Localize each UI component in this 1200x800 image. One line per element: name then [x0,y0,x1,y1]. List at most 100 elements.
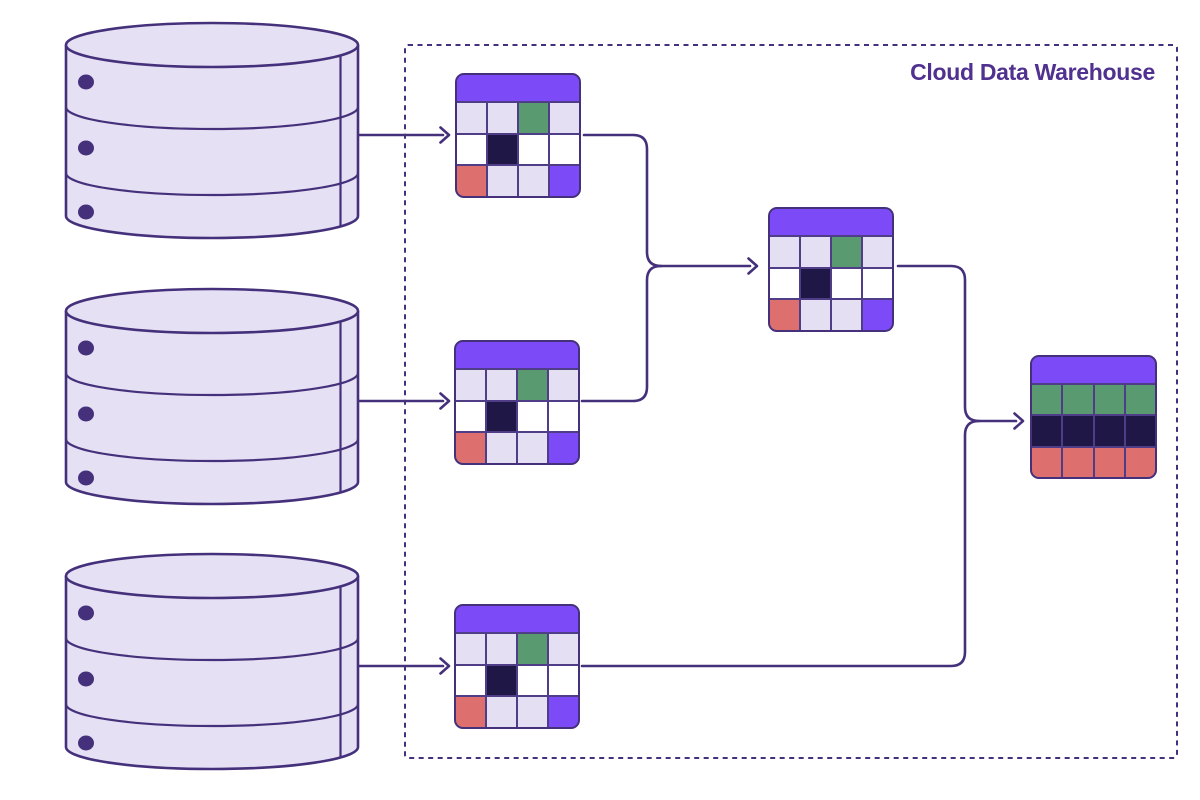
table-cell-navy [1063,416,1093,446]
table-grid [1032,385,1155,477]
table-cell-lavender [550,103,579,133]
table-cell-green [1063,385,1093,415]
table-cell-lavender [549,370,578,400]
database-indicator-dot [78,671,94,687]
database-band-divider [64,438,360,463]
flow-arrow-icon [439,126,451,144]
table-cell-lavender [456,634,485,664]
table-cell-navy [487,665,516,696]
table-cell-salmon [1063,447,1093,477]
source-database-1 [64,21,451,240]
source-database-3 [64,552,451,771]
table-cell-lavender [487,370,516,400]
database-cylinder-icon [64,576,360,771]
database-indicator-dot [78,140,94,156]
table-cell-lavender [549,634,578,664]
table-cell-white [550,134,579,165]
table-cell-white [549,401,578,432]
database-cylinder-icon [64,45,360,240]
database-indicator-dot [78,204,94,220]
table-header-bar [457,75,579,101]
table-cell-navy [1094,416,1124,446]
flow-arrow-icon [439,657,451,675]
table-cell-green [518,370,547,400]
staging-table-2 [454,340,580,465]
table-cell-lavender [770,237,799,267]
table-cell-green [1125,385,1155,415]
database-band-divider [64,172,360,197]
table-cell-salmon [1125,447,1155,477]
merge-connector-bottom [580,419,981,668]
flow-arrow-icon [747,257,759,275]
database-band-divider [64,372,360,397]
table-cell-navy [1125,416,1155,446]
table-grid [456,370,578,463]
table-cell-white [518,665,547,696]
merge-connector-top [896,264,1018,423]
table-cell-white [863,268,892,299]
database-indicator-dot [78,74,94,90]
table-cell-lavender [863,237,892,267]
database-band-divider [64,703,360,728]
table-cell-lavender [488,103,517,133]
table-cell-navy [488,134,517,165]
database-indicator-dot [78,340,94,356]
table-grid [456,634,578,727]
table-cell-violet [550,166,579,196]
table-header-bar [1032,357,1155,383]
merge-connector-top [582,133,752,268]
table-header-bar [770,209,892,235]
database-indicator-dot [78,406,94,422]
table-cell-lavender [801,237,830,267]
database-indicator-dot [78,605,94,621]
merge-connector-bottom [580,264,663,403]
table-cell-violet [549,433,578,463]
table-cell-lavender [488,166,517,196]
table-cell-white [457,134,486,165]
table-cell-salmon [456,697,485,727]
table-cell-white [549,665,578,696]
database-top-ellipse [64,287,360,335]
table-cell-lavender [801,300,830,330]
table-cell-green [1094,385,1124,415]
database-cylinder-icon [64,311,360,506]
database-indicator-dot [78,470,94,486]
table-cell-salmon [1032,447,1062,477]
table-grid [457,103,579,196]
merged-table [768,207,894,332]
table-cell-green [832,237,861,267]
staging-table-1 [455,73,581,198]
warehouse-title: Cloud Data Warehouse [910,59,1155,85]
table-cell-white [518,401,547,432]
table-cell-lavender [832,300,861,330]
final-aggregated-table [1030,355,1157,479]
table-cell-salmon [457,166,486,196]
table-header-bar [456,342,578,368]
database-top-ellipse [64,552,360,600]
database-band-divider [64,106,360,131]
database-top-ellipse [64,21,360,69]
staging-table-3 [454,604,580,729]
table-cell-white [519,134,548,165]
table-cell-lavender [457,103,486,133]
table-cell-green [1032,385,1062,415]
table-grid [770,237,892,330]
table-cell-lavender [487,634,516,664]
table-cell-white [456,665,485,696]
table-cell-navy [801,268,830,299]
table-cell-salmon [1094,447,1124,477]
table-cell-white [456,401,485,432]
table-cell-lavender [518,433,547,463]
table-cell-salmon [770,300,799,330]
source-database-2 [64,287,451,506]
table-cell-lavender [487,697,516,727]
table-cell-white [770,268,799,299]
table-cell-violet [863,300,892,330]
table-cell-green [518,634,547,664]
table-cell-lavender [518,697,547,727]
table-cell-green [519,103,548,133]
table-cell-salmon [456,433,485,463]
table-cell-white [832,268,861,299]
